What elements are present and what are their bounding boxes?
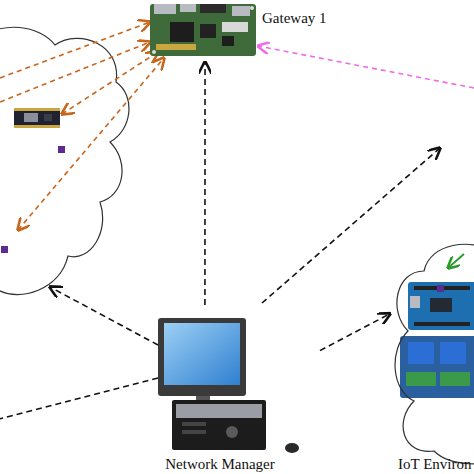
data-arrow bbox=[0, 42, 150, 102]
manager-node: Network Manager bbox=[148, 305, 320, 474]
environment-cloud-node: IoT Environ bbox=[390, 245, 474, 474]
signal-arrow bbox=[448, 254, 464, 268]
gateway-node: Gateway 1 bbox=[148, 0, 323, 62]
control-arrow bbox=[0, 378, 158, 420]
data-arrow bbox=[18, 58, 164, 230]
computer-illustration bbox=[158, 318, 299, 453]
arduino-board bbox=[408, 282, 474, 330]
data-arrow bbox=[0, 22, 150, 78]
environment-cloud bbox=[0, 27, 129, 294]
device-dot bbox=[58, 146, 65, 153]
relay-module bbox=[400, 336, 474, 398]
node-label: Gateway 1 bbox=[262, 9, 327, 27]
data-arrow bbox=[258, 46, 474, 88]
cloud-outline bbox=[390, 245, 474, 474]
node-label: Network Manager bbox=[148, 455, 292, 473]
node-label: IoT Environ bbox=[398, 455, 471, 473]
cloud-outline-path bbox=[395, 244, 474, 464]
device-dot bbox=[437, 285, 444, 292]
control-arrow bbox=[320, 314, 390, 351]
control-arrow bbox=[50, 287, 158, 345]
control-arrow bbox=[204, 62, 206, 305]
control-arrow bbox=[262, 148, 440, 303]
gateway-board bbox=[150, 4, 256, 56]
esp-board bbox=[14, 108, 60, 128]
device-dot bbox=[1, 246, 8, 253]
